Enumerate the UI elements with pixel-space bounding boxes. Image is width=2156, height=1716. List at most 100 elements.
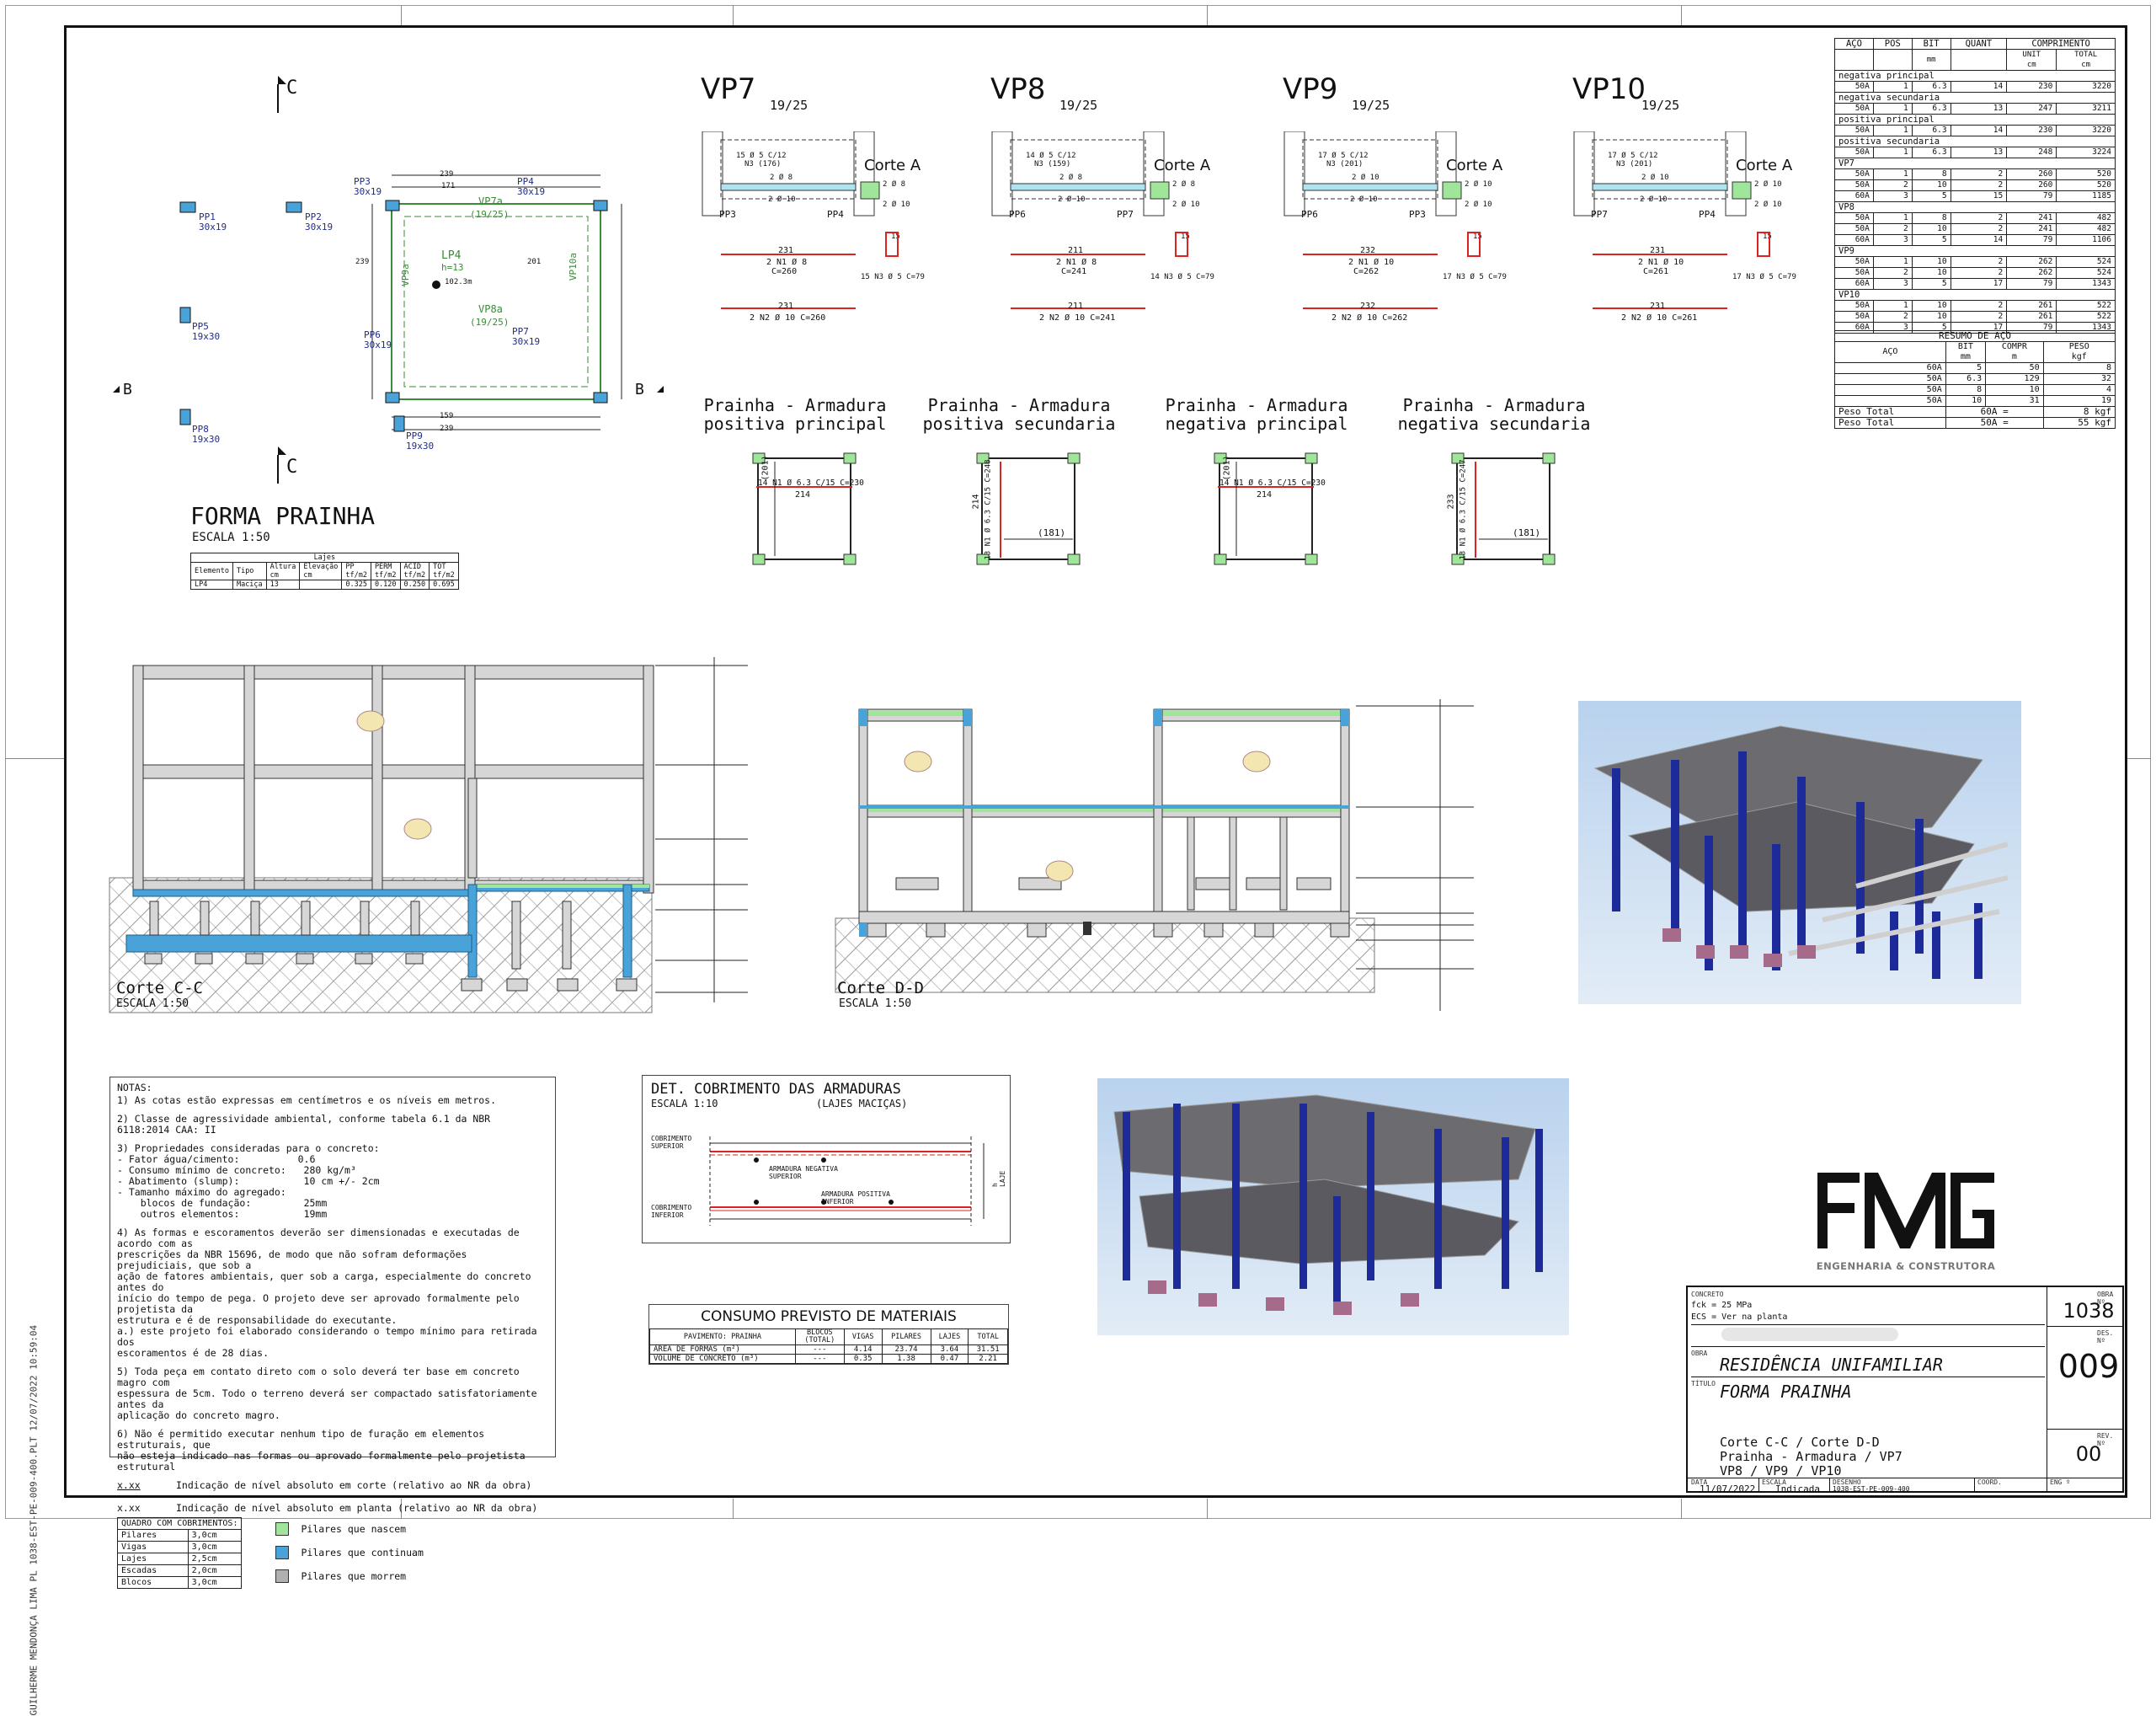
legend-label: Pilares que morrem: [301, 1569, 407, 1582]
summary-cell: 4: [2042, 384, 2116, 396]
steel-cell: 6.3: [1911, 147, 1951, 158]
divider: [1829, 1478, 1830, 1493]
beam-label-vp8a: VP8a: [478, 303, 503, 315]
lajes-cell: Maciça: [232, 580, 267, 590]
steel-cell: 2: [1950, 223, 2008, 235]
rebar-dot: [821, 1157, 826, 1163]
section-a-label: Corte A: [1736, 157, 1793, 174]
rebar-dot: [754, 1200, 759, 1205]
beam-rebar-zone: [1302, 183, 1438, 191]
corner-pillar: [752, 452, 766, 464]
corner-pillar: [1305, 452, 1318, 464]
client-name-redacted: [1721, 1328, 1898, 1341]
section-a-bottom: 2 Ø 10: [1754, 200, 1782, 209]
steel-cell: 2: [1950, 267, 2008, 279]
corner-pillar: [1214, 452, 1227, 464]
beam-section: 19/25: [1059, 98, 1098, 113]
section-d-d-title: Corte D-D: [837, 979, 924, 997]
steel-cell: 5: [1911, 190, 1951, 202]
prainha-dim: (181): [1038, 527, 1066, 538]
steel-cell: 248: [2006, 147, 2057, 158]
pillar-continuing: [963, 709, 972, 726]
steel-cell: 14: [1950, 125, 2008, 136]
beam-elevation: [702, 131, 880, 309]
steel-cell: 50A: [1834, 256, 1874, 268]
prainha-bar-spec: 14 N1 Ø 6.3 C/15 C=230: [758, 478, 864, 488]
steel-group: VP7: [1834, 158, 2116, 169]
forma-scale: ESCALA 1:50: [192, 531, 270, 544]
note-item: 6) Não é permitido executar nenhum tipo …: [117, 1428, 526, 1473]
summary-header: PESO kgf: [2042, 341, 2116, 363]
prainha-bar-spec: 14 N1 Ø 6.3 C/15 C=230: [1219, 478, 1326, 488]
steel-cell: 247: [2006, 103, 2057, 115]
beam-rebar-zone: [1010, 183, 1146, 191]
summary-header: COMPR m: [1985, 341, 2044, 363]
bar2-spec: 2 N2 Ø 10 C=260: [750, 313, 826, 323]
beam-top-bar: 2 Ø 8: [1059, 174, 1083, 182]
materials-header: TOTAL: [968, 1328, 1008, 1345]
materials-cell: 1.38: [881, 1354, 931, 1364]
steel-cell: 3224: [2056, 147, 2116, 158]
bar2-length: 231: [1650, 302, 1666, 311]
steel-cell: 1: [1872, 125, 1913, 136]
steel-cell: 10: [1911, 311, 1951, 323]
steel-cell: 10: [1911, 223, 1951, 235]
cover-detail-panel: DET. COBRIMENTO DAS ARMADURAS ESCALA 1:1…: [642, 1075, 1011, 1243]
divider: [1691, 1324, 2045, 1325]
divider: [1758, 1478, 1759, 1493]
steel-cell: 50A: [1834, 81, 1874, 93]
steel-subheader: mm: [1911, 49, 1951, 71]
project-label: OBRA: [1691, 1350, 1708, 1357]
footings: [144, 901, 638, 992]
slab: [132, 665, 654, 680]
steel-cell: 3220: [2056, 125, 2116, 136]
bar2-spec: 2 N2 Ø 10 C=261: [1621, 313, 1698, 323]
summary-header: BIT mm: [1945, 341, 1987, 363]
slab-height: h=13: [441, 262, 464, 273]
steel-cell: 482: [2056, 212, 2116, 224]
rebar-dot: [889, 1200, 894, 1205]
summary-cell: 50: [1985, 362, 2044, 374]
cover-cell: 3,0cm: [187, 1529, 243, 1542]
axis-b-right: B: [635, 381, 644, 398]
steel-cell: 230: [2006, 81, 2057, 93]
beam-dims: (19/25): [470, 209, 510, 220]
stirrup-shape: [885, 232, 899, 257]
support-right: [1143, 131, 1165, 217]
steel-cell: 1106: [2056, 234, 2116, 246]
steel-cell: 17: [1950, 278, 2008, 290]
summary-total-label: Peso Total: [1834, 417, 1946, 429]
stirrup-note: 17 N3 Ø 5 C=79: [1732, 273, 1796, 281]
steel-cell: 2: [1872, 267, 1913, 279]
summary-cell: 10: [1985, 384, 2044, 396]
steel-cell: 2: [1872, 311, 1913, 323]
company-logo: ENGENHARIA & CONSTRUTORA: [1816, 1169, 1996, 1272]
corner-pillar: [976, 553, 990, 565]
section-arrow: [278, 76, 286, 84]
steel-cell: 482: [2056, 223, 2116, 235]
steel-cell: 230: [2006, 125, 2057, 136]
divider: [1691, 1346, 2045, 1347]
title-label: TÍTULO: [1691, 1380, 1716, 1387]
bar1-spec: 2 N1 Ø 8: [766, 258, 808, 267]
beam-title: VP8: [990, 72, 1046, 106]
beam-top-bar: 2 Ø 8: [770, 174, 793, 182]
summary-cell: 8: [1945, 384, 1987, 396]
slab-rebar: [1154, 711, 1349, 716]
materials-cell: 4.14: [843, 1344, 883, 1355]
render-columns: [1612, 751, 1983, 979]
steel-header: QUANT: [1950, 38, 2008, 50]
beam-stirrup-n: N3 (176): [744, 160, 782, 168]
pillar-pp3: [385, 200, 400, 211]
steel-cell: 10: [1911, 256, 1951, 268]
wall-symbol: [403, 818, 432, 840]
beam-right-pillar: PP7: [1117, 209, 1134, 220]
cover-cell: 3,0cm: [187, 1541, 243, 1553]
slab-height-label: h LAJE: [991, 1170, 1006, 1187]
prainha-outline: [1456, 457, 1550, 560]
lajes-header: ACID tf/m2: [399, 562, 430, 580]
render-slab: [1139, 1179, 1520, 1264]
